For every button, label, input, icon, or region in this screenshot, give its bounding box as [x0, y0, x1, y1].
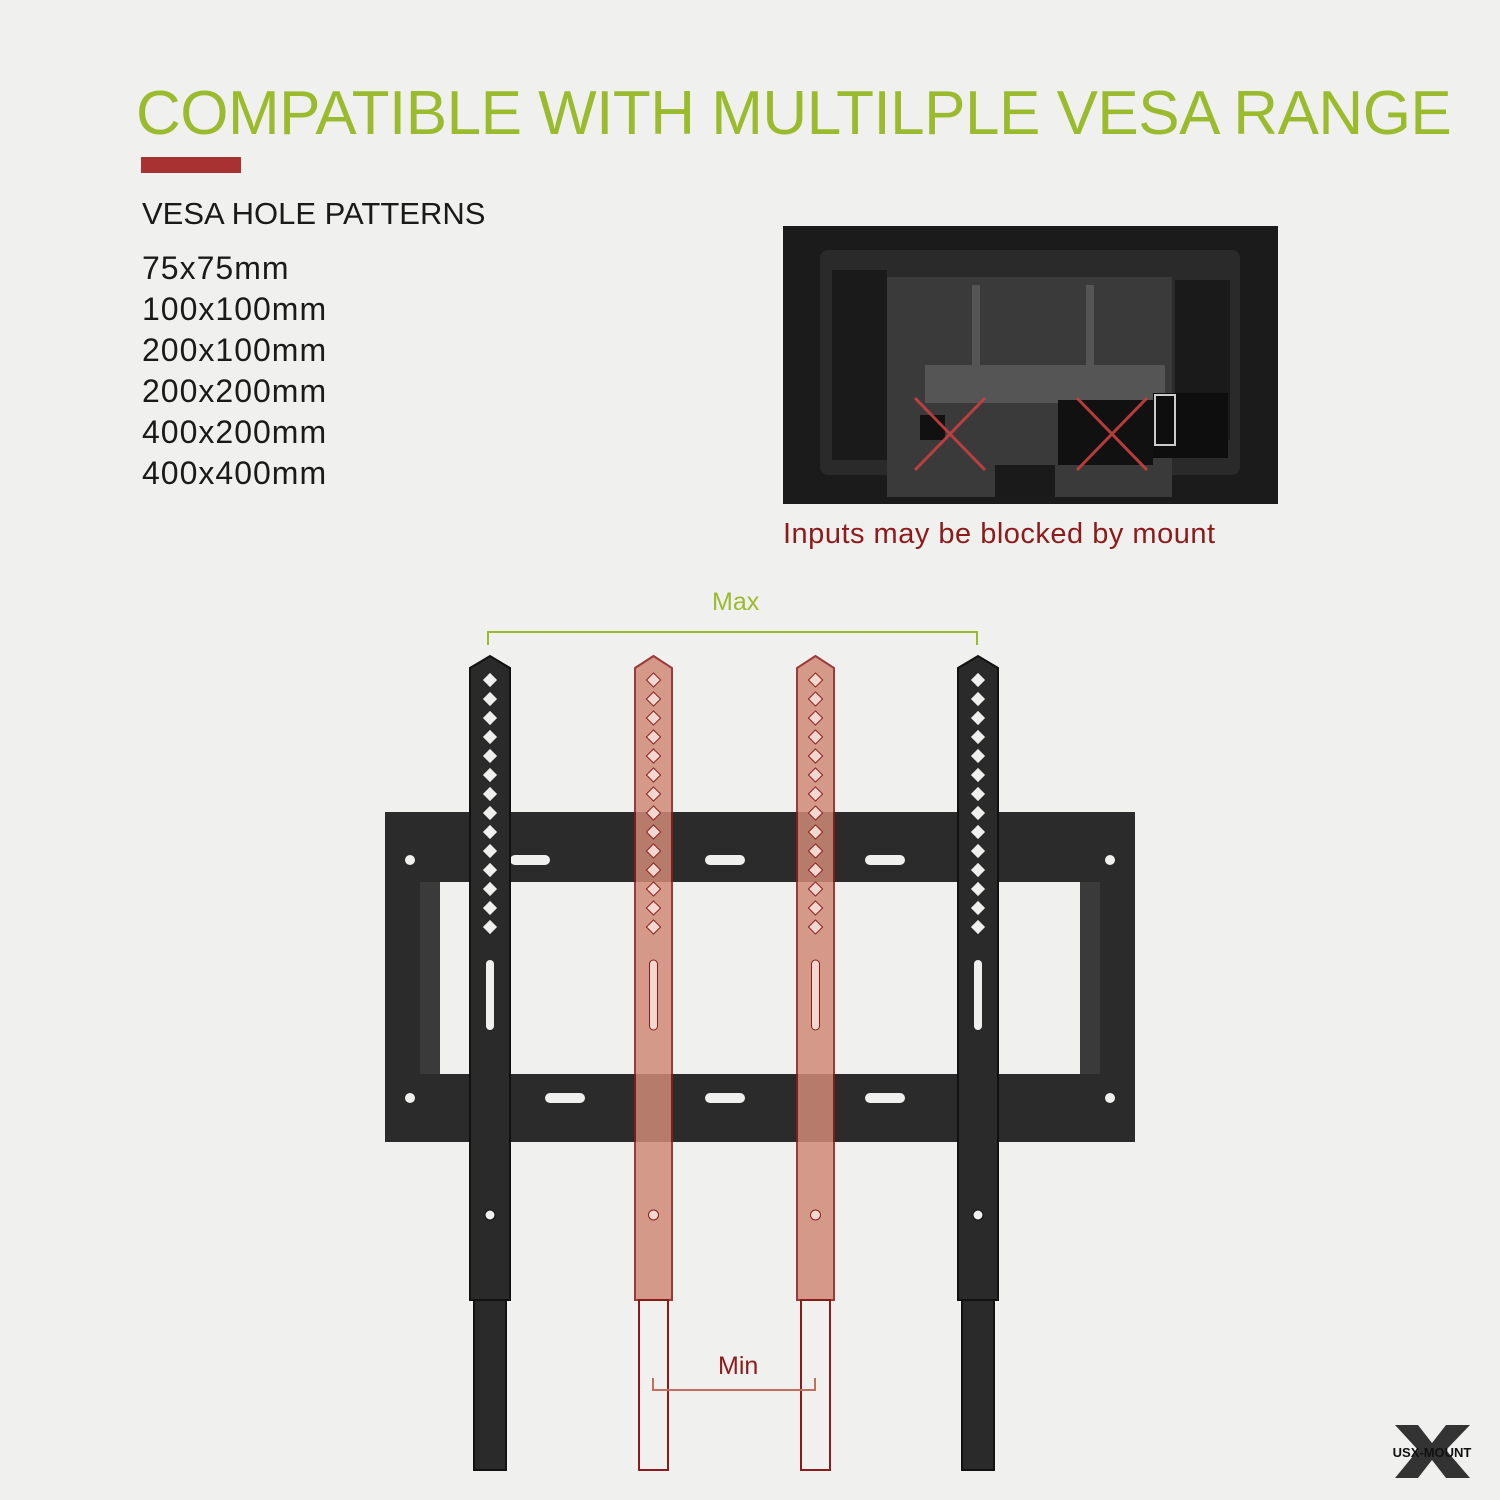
inner-arm-left [634, 654, 673, 1471]
photo-caption: Inputs may be blocked by mount [783, 518, 1216, 550]
min-label: Min [718, 1352, 759, 1380]
title-underline [141, 157, 241, 173]
max-bracket [487, 631, 978, 645]
usx-mount-logo: USX-MOUNT [1393, 1425, 1472, 1478]
outer-arm-left [469, 654, 511, 1471]
page-title: COMPATIBLE WITH MULTILPLE VESA RANGE [136, 79, 1452, 148]
vesa-pattern: 400x200mm [142, 414, 328, 450]
min-bracket [652, 1378, 816, 1391]
inner-arm-right [796, 654, 835, 1471]
outer-arm-right [957, 654, 999, 1471]
vesa-pattern: 200x100mm [142, 332, 328, 368]
tv-back-photo [783, 226, 1278, 504]
vesa-pattern: 200x200mm [142, 373, 328, 409]
vesa-pattern: 400x400mm [142, 455, 328, 491]
max-label: Max [712, 588, 760, 616]
vesa-pattern: 100x100mm [142, 291, 328, 327]
svg-text:USX-MOUNT: USX-MOUNT [1393, 1445, 1472, 1460]
vesa-heading: VESA HOLE PATTERNS [142, 196, 486, 231]
vesa-pattern-list: 75x75mm 100x100mm 200x100mm 200x200mm 40… [142, 248, 327, 494]
vesa-pattern: 75x75mm [142, 250, 290, 286]
